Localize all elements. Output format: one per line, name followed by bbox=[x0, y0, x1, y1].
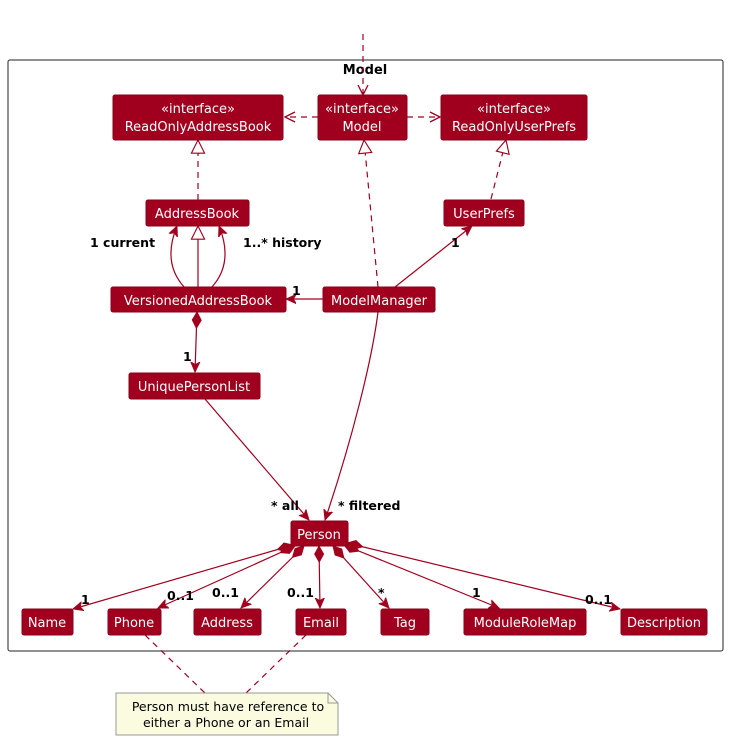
class-name: Name bbox=[28, 616, 66, 631]
mult-name: 1 bbox=[81, 592, 90, 607]
stereotype-label: «interface» bbox=[477, 102, 551, 117]
class-model[interactable]: «interface» Model bbox=[317, 94, 408, 141]
edge-current bbox=[171, 226, 186, 289]
edges bbox=[73, 34, 620, 694]
edge-modelmanager-userprefs bbox=[394, 226, 472, 288]
class-name: ReadOnlyUserPrefs bbox=[452, 120, 576, 135]
mult-description: 0..1 bbox=[585, 592, 612, 607]
class-versionedaddressbook[interactable]: VersionedAddressBook bbox=[110, 286, 287, 313]
edge-person-description bbox=[347, 543, 620, 609]
class-name: Email bbox=[303, 616, 339, 631]
mult-modulerolemap: 1 bbox=[472, 585, 481, 600]
class-address[interactable]: Address bbox=[193, 608, 262, 636]
note-line-2: either a Phone or an Email bbox=[143, 715, 309, 730]
class-name: Phone bbox=[114, 616, 154, 631]
mult-history: 1..* history bbox=[243, 235, 322, 250]
stereotype-label: «interface» bbox=[161, 102, 235, 117]
mult-uniquelist: 1 bbox=[183, 349, 192, 364]
class-name: Person bbox=[297, 528, 341, 543]
note-link-phone bbox=[144, 634, 206, 694]
class-uniquepersonlist[interactable]: UniquePersonList bbox=[128, 372, 261, 400]
edge-all bbox=[204, 398, 309, 520]
mult-address: 0..1 bbox=[212, 585, 239, 600]
class-name: Tag bbox=[393, 616, 416, 631]
class-phone[interactable]: Phone bbox=[107, 608, 162, 636]
mult-userprefs: 1 bbox=[451, 235, 460, 250]
class-name: Address bbox=[201, 616, 253, 631]
note-line-1: Person must have reference to bbox=[132, 699, 324, 714]
mult-filtered: * filtered bbox=[338, 498, 400, 513]
multiplicity-labels: 1 current 1..* history 1 1 1 * all * fil… bbox=[81, 235, 612, 607]
class-readonlyuserprefs[interactable]: «interface» ReadOnlyUserPrefs bbox=[440, 94, 588, 141]
mult-phone: 0..1 bbox=[167, 588, 194, 603]
model-package: Model bbox=[7, 59, 724, 652]
class-modulerolemap[interactable]: ModuleRoleMap bbox=[463, 608, 587, 636]
edge-filtered bbox=[325, 311, 379, 520]
edge-person-address bbox=[241, 546, 304, 608]
mult-versioned: 1 bbox=[292, 283, 301, 298]
edge-userprefs-realizes bbox=[490, 140, 506, 200]
class-name: AddressBook bbox=[155, 207, 240, 222]
package-title: Model bbox=[343, 63, 387, 78]
class-name: Description bbox=[627, 616, 701, 631]
class-name: ReadOnlyAddressBook bbox=[125, 120, 272, 135]
class-name: ModuleRoleMap bbox=[474, 616, 577, 631]
edge-modelmanager-realizes bbox=[364, 140, 379, 288]
class-userprefs[interactable]: UserPrefs bbox=[443, 199, 525, 227]
constraint-note: Person must have reference to either a P… bbox=[115, 692, 339, 736]
mult-all: * all bbox=[271, 498, 299, 513]
mult-tag: * bbox=[378, 585, 385, 600]
class-name: ModelManager bbox=[331, 294, 428, 309]
mult-current: 1 current bbox=[90, 235, 155, 250]
class-name: Model bbox=[342, 120, 381, 135]
edge-person-email bbox=[319, 546, 320, 608]
edge-history bbox=[210, 226, 225, 289]
note-link-email bbox=[245, 634, 307, 694]
class-name: UniquePersonList bbox=[138, 380, 250, 395]
class-email[interactable]: Email bbox=[295, 608, 347, 636]
class-readonlyaddressbook[interactable]: «interface» ReadOnlyAddressBook bbox=[112, 94, 284, 141]
class-modelmanager[interactable]: ModelManager bbox=[322, 286, 436, 313]
class-name-attr[interactable]: Name bbox=[21, 608, 74, 636]
class-name: VersionedAddressBook bbox=[124, 294, 273, 309]
class-person[interactable]: Person bbox=[290, 520, 349, 547]
class-description[interactable]: Description bbox=[620, 608, 708, 636]
class-tag[interactable]: Tag bbox=[380, 608, 430, 636]
stereotype-label: «interface» bbox=[325, 102, 399, 117]
class-name: UserPrefs bbox=[453, 207, 515, 222]
class-addressbook[interactable]: AddressBook bbox=[145, 199, 250, 227]
mult-email: 0..1 bbox=[287, 585, 314, 600]
edge-versioned-uniquelist bbox=[195, 312, 197, 372]
